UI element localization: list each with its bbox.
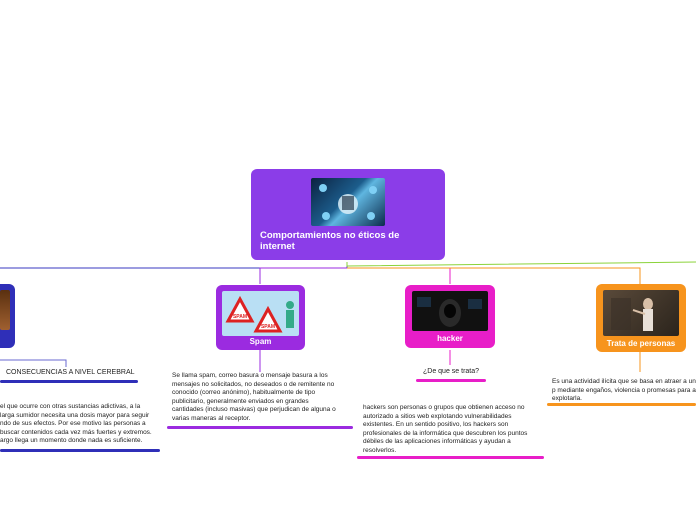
- svg-text:SPAM: SPAM: [261, 324, 275, 330]
- central-title: Comportamientos no éticos de internet: [260, 230, 400, 252]
- connector-left: [0, 262, 348, 269]
- connector-spam: [259, 267, 347, 284]
- central-node[interactable]: Comportamientos no éticos de internet: [251, 169, 445, 260]
- person-photo: [0, 290, 10, 330]
- spam-note-underline: [167, 426, 353, 429]
- hacker-note-underline: [357, 456, 544, 459]
- hacker-note[interactable]: hackers son personas o grupos que obtien…: [363, 404, 528, 454]
- hacker-label: hacker: [437, 334, 463, 343]
- connector-trata: [347, 267, 641, 284]
- hacker-subtopic-underline: [416, 379, 486, 382]
- hacker-subtopic[interactable]: ¿De que se trata?: [423, 368, 480, 375]
- trata-note[interactable]: Es una actividad ilícita que se basa en …: [552, 378, 696, 403]
- spam-node[interactable]: SPAM SPAM Spam: [216, 285, 305, 350]
- left-subtopic[interactable]: CONSECUENCIAS A NIVEL CEREBRAL: [6, 369, 135, 376]
- hacker-network-image: [311, 178, 385, 226]
- svg-text:SPAM: SPAM: [233, 314, 247, 320]
- left-branch-node[interactable]: [0, 284, 15, 348]
- left-note[interactable]: el que ocurre con otras sustancias adict…: [0, 403, 152, 445]
- trata-node[interactable]: Trata de personas: [596, 284, 686, 352]
- captive-woman-image: [603, 290, 679, 336]
- connector-left-sub: [0, 359, 67, 367]
- connector-green: [346, 261, 696, 267]
- trata-label: Trata de personas: [606, 339, 676, 348]
- left-note-underline: [0, 449, 160, 452]
- connector-hacker: [347, 267, 451, 284]
- hacker-node[interactable]: hacker: [405, 285, 495, 348]
- hooded-hacker-image: [412, 291, 488, 331]
- spam-warning-signs-image: SPAM SPAM: [222, 291, 299, 336]
- left-subtopic-underline: [0, 380, 138, 383]
- trata-note-underline: [547, 403, 696, 406]
- spam-note[interactable]: Se llama spam, correo basura o mensaje b…: [172, 372, 336, 422]
- spam-label: Spam: [249, 337, 272, 346]
